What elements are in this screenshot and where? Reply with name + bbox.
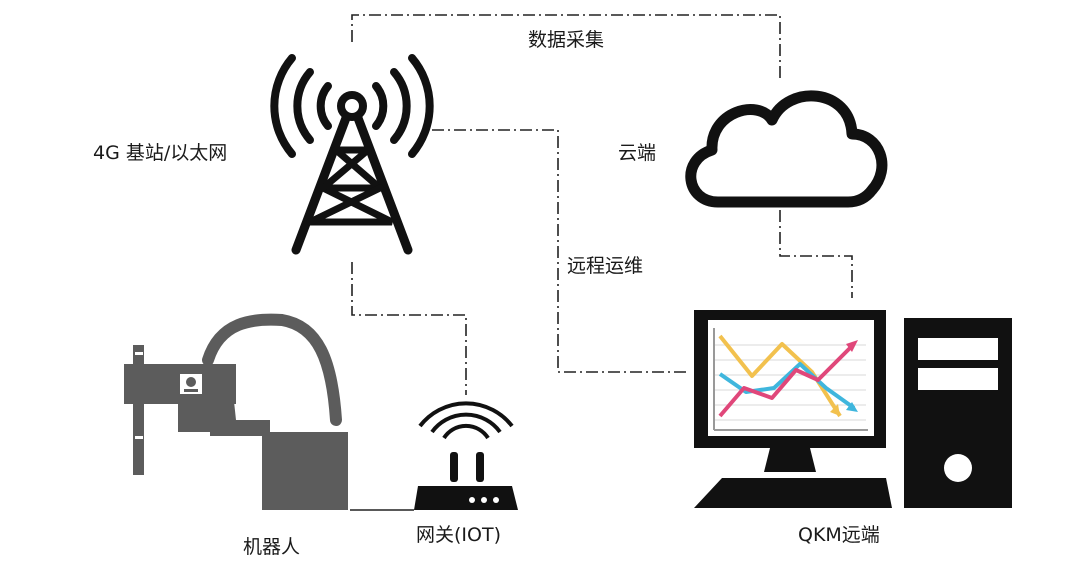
cell-tower-icon — [270, 54, 434, 255]
node-label-cloud: 云端 — [618, 142, 657, 164]
chart-line-pink — [718, 344, 854, 418]
scara-robot-icon — [124, 313, 348, 510]
edge-tower-to-gateway — [351, 262, 467, 395]
monitor-chart — [713, 328, 868, 431]
node-label-robot: 机器人 — [243, 536, 301, 558]
edge-tower-to-computer — [432, 129, 690, 373]
edge-cloud-to-computer — [779, 210, 853, 298]
chart-line-yellow — [718, 334, 842, 418]
node-label-gateway: 网关(IOT) — [416, 524, 501, 546]
edge-label-remote-ops: 远程运维 — [567, 255, 644, 277]
connection-lines — [350, 14, 853, 511]
cloud-icon — [685, 90, 888, 208]
node-label-qkm: QKM远端 — [798, 524, 880, 546]
node-label-tower: 4G 基站/以太网 — [93, 142, 228, 164]
edge-tower-to-cloud — [351, 14, 781, 80]
edge-label-data-collection: 数据采集 — [528, 29, 605, 51]
wifi-router-icon — [414, 401, 518, 510]
